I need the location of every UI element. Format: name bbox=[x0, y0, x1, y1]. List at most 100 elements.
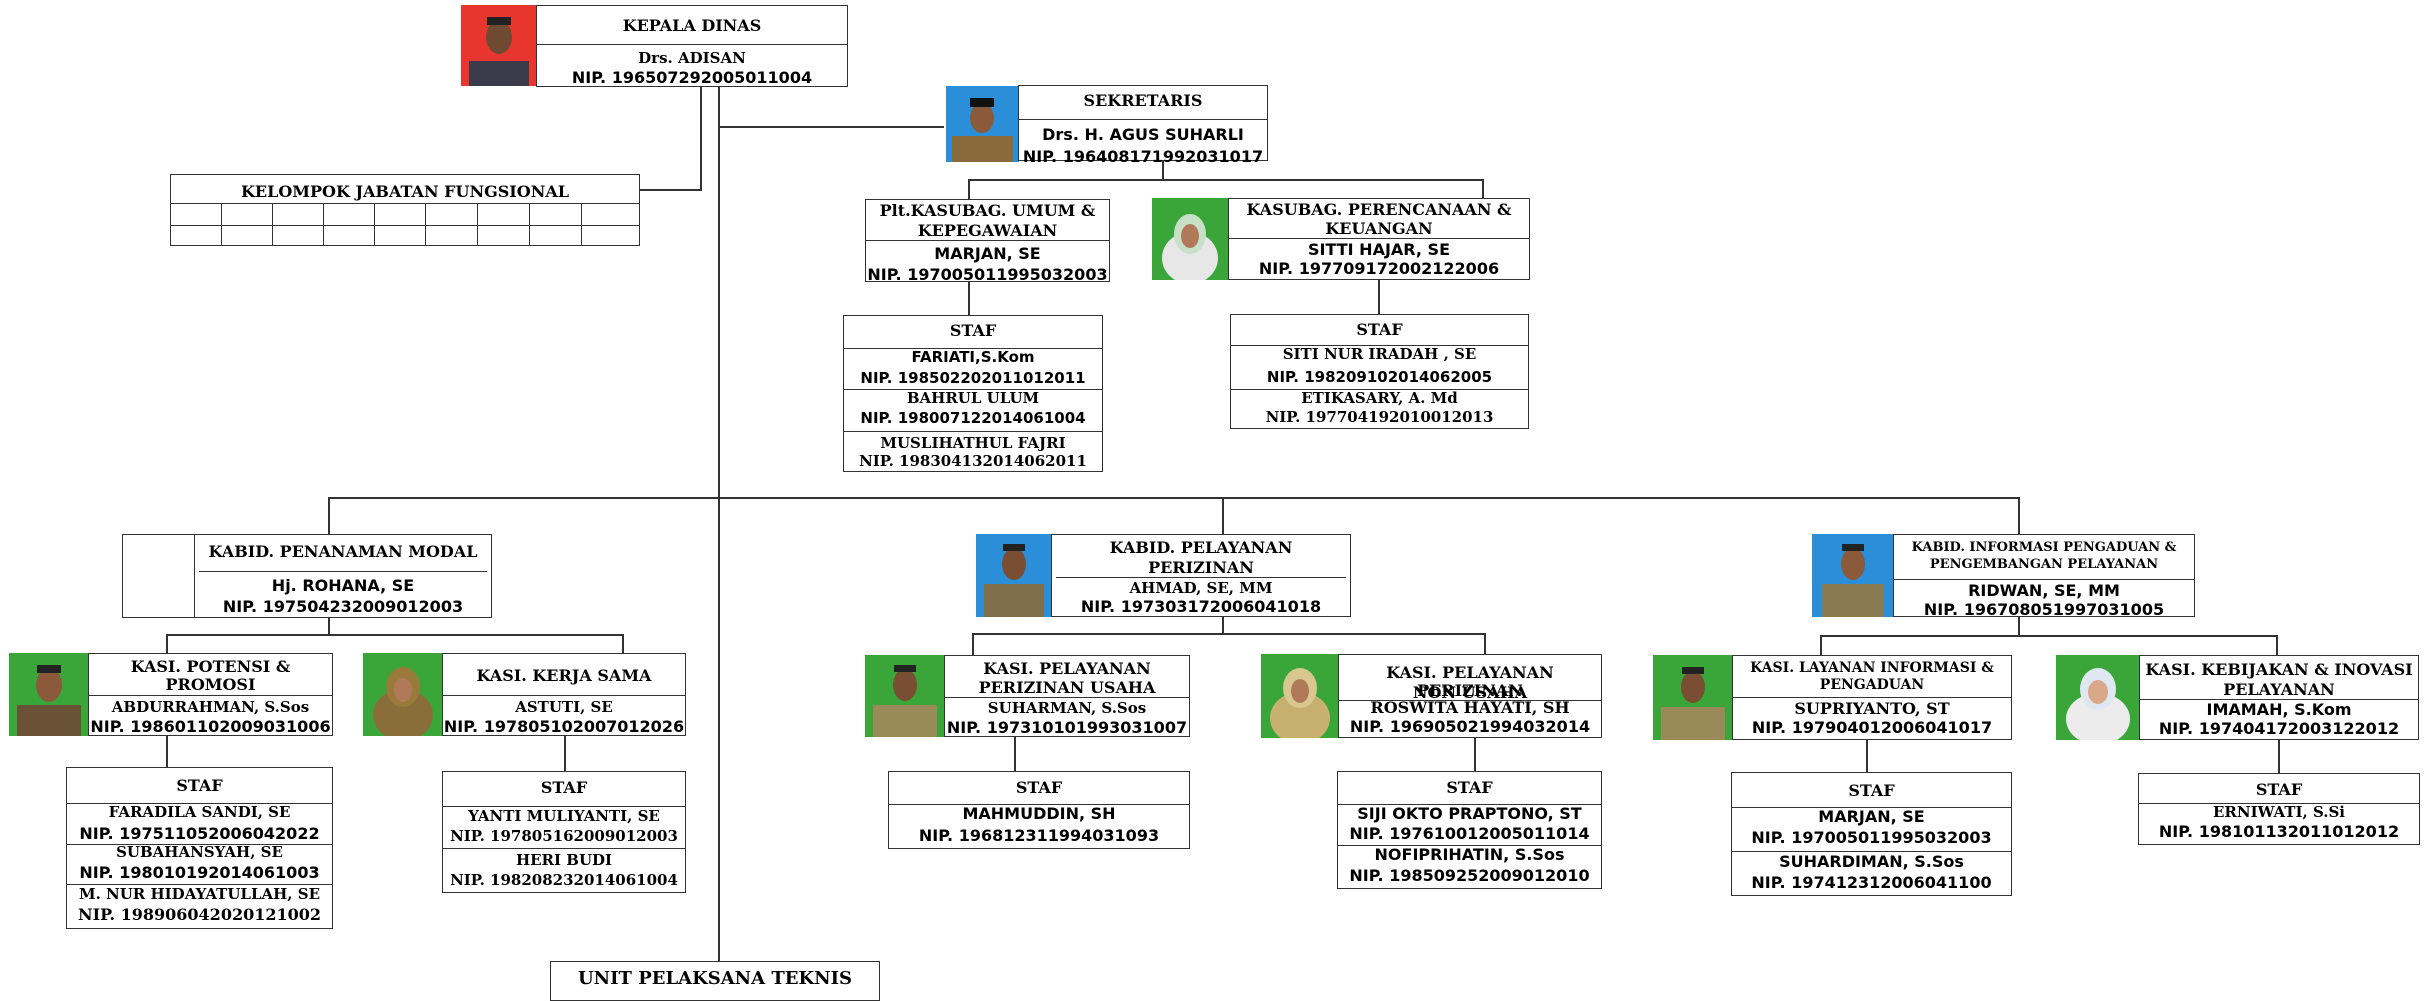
staff-member-nip: NIP. 198101132011012012 bbox=[2158, 822, 2400, 841]
kerjasama-nip: NIP. 197805102007012026 bbox=[443, 717, 685, 736]
inovasi-name: IMAMAH, S.Kom bbox=[2206, 700, 2352, 719]
informasi-title: KABID. INFORMASI PENGADUAN & bbox=[1911, 540, 2177, 555]
staff-member-name: ERNIWATI, S.Si bbox=[2212, 803, 2345, 821]
potensi-name: ABDURRAHMAN, S.Sos bbox=[111, 698, 310, 716]
layanan-info-nip: NIP. 197904012006041017 bbox=[1751, 718, 1993, 737]
modal-photo-placeholder bbox=[122, 534, 196, 618]
potensi-nip: NIP. 198601102009031006 bbox=[90, 717, 331, 736]
staff-member-nip: NIP. 197005011995032003 bbox=[1751, 828, 1992, 847]
connector-line bbox=[328, 497, 330, 535]
staff-member-name: MUSLIHATHUL FAJRI bbox=[880, 434, 1066, 452]
staff-member-name: M. NUR HIDAYATULLAH, SE bbox=[78, 885, 321, 903]
potensi-staff-box: STAF FARADILA SANDI, SE NIP. 19751105200… bbox=[66, 767, 333, 929]
inovasi-nip: NIP. 197404172003122012 bbox=[2158, 719, 2400, 738]
inovasi-staff-box: STAF ERNIWATI, S.Si NIP. 198101132011012… bbox=[2138, 773, 2420, 845]
usaha-title: KASI. PELAYANAN bbox=[983, 659, 1151, 678]
connector-line bbox=[718, 86, 720, 986]
kerjasama-title: KASI. KERJA SAMA bbox=[476, 666, 652, 685]
connector-line bbox=[2018, 617, 2020, 636]
informasi-title-line2: PENGEMBANGAN PELAYANAN bbox=[1929, 557, 2159, 572]
uptd-box: UNIT PELAKSANA TEKNIS bbox=[550, 961, 880, 1001]
staff-member-name: SIJI OKTO PRAPTONO, ST bbox=[1357, 804, 1582, 823]
staff-member-name: SUBAHANSYAH, SE bbox=[116, 843, 283, 861]
pelayanan-name: AHMAD, SE, MM bbox=[1129, 579, 1273, 597]
nonusaha-nip: NIP. 196905021994032014 bbox=[1349, 717, 1591, 736]
staff-title: STAF bbox=[1015, 778, 1063, 797]
connector-line bbox=[2018, 497, 2020, 534]
pelayanan-title: KABID. PELAYANAN bbox=[1109, 538, 1293, 557]
nonusaha-photo bbox=[1261, 654, 1339, 738]
perencanaan-photo bbox=[1152, 198, 1228, 280]
usaha-photo bbox=[865, 655, 945, 737]
kerjasama-box: KASI. KERJA SAMA ASTUTI, SE NIP. 1978051… bbox=[442, 653, 686, 736]
functional-group-title: KELOMPOK JABATAN FUNGSIONAL bbox=[241, 182, 569, 201]
connector-line bbox=[1162, 160, 1164, 180]
staff-member-nip: NIP. 198209102014062005 bbox=[1266, 368, 1493, 386]
secretary-title: SEKRETARIS bbox=[1083, 91, 1203, 110]
staff-member-name: YANTI MULIYANTI, SE bbox=[468, 807, 660, 825]
umum-box: Plt.KASUBAG. UMUM & KEPEGAWAIAN MARJAN, … bbox=[865, 199, 1110, 284]
staff-title: STAF bbox=[540, 778, 588, 797]
connector-line bbox=[1866, 740, 1868, 772]
perencanaan-title: KASUBAG. PERENCANAAN & bbox=[1246, 200, 1512, 219]
head-title: KEPALA DINAS bbox=[622, 16, 762, 35]
connector-line bbox=[718, 126, 944, 128]
informasi-photo bbox=[1812, 534, 1894, 617]
usaha-staff-box: STAF MAHMUDDIN, SH NIP. 1968123119940310… bbox=[888, 771, 1190, 849]
layanan-info-title: KASI. LAYANAN INFORMASI & bbox=[1750, 660, 1994, 676]
potensi-title: KASI. POTENSI & bbox=[130, 657, 291, 676]
pelayanan-box: KABID. PELAYANAN PERIZINAN AHMAD, SE, MM… bbox=[1051, 534, 1351, 617]
perencanaan-title-line2: KEUANGAN bbox=[1325, 219, 1433, 238]
potensi-title-line2: PROMOSI bbox=[165, 675, 256, 694]
secretary-name: Drs. H. AGUS SUHARLI bbox=[1042, 125, 1244, 144]
potensi-box: KASI. POTENSI & PROMOSI ABDURRAHMAN, S.S… bbox=[88, 653, 333, 736]
staff-member-nip: NIP. 198007122014061004 bbox=[860, 409, 1086, 427]
umum-title: Plt.KASUBAG. UMUM & bbox=[879, 201, 1096, 220]
usaha-nip: NIP. 197310101993031007 bbox=[946, 718, 1188, 737]
connector-line bbox=[166, 634, 168, 653]
connector-line bbox=[328, 497, 2020, 499]
connector-line bbox=[700, 86, 702, 190]
connector-line bbox=[564, 736, 566, 772]
potensi-photo bbox=[9, 653, 89, 736]
perencanaan-staff-box: STAF SITI NUR IRADAH , SE NIP. 198209102… bbox=[1230, 314, 1529, 429]
staff-member-name: SUHARDIMAN, S.Sos bbox=[1779, 852, 1964, 871]
staff-title: STAF bbox=[949, 321, 997, 340]
staff-member-nip: NIP. 198304132014062011 bbox=[859, 452, 1087, 470]
staff-member-name: SITI NUR IRADAH , SE bbox=[1282, 345, 1477, 363]
staff-member-name: NOFIPRIHATIN, S.Sos bbox=[1374, 845, 1565, 864]
inovasi-photo bbox=[2056, 655, 2140, 740]
nonusaha-title: KASI. PELAYANAN PERIZINAN bbox=[1386, 663, 1554, 700]
connector-line bbox=[638, 189, 702, 191]
staff-member-nip: NIP. 198502202011012011 bbox=[860, 369, 1086, 387]
pelayanan-nip: NIP. 197303172006041018 bbox=[1080, 597, 1322, 616]
connector-line bbox=[1820, 635, 1822, 655]
head-name: Drs. ADISAN bbox=[638, 49, 746, 67]
inovasi-title: KASI. KEBIJAKAN & INOVASI bbox=[2145, 660, 2413, 679]
connector-line bbox=[1820, 635, 2278, 637]
modal-nip: NIP. 197504232009012003 bbox=[222, 597, 464, 616]
staff-member-nip: NIP. 197805162009012003 bbox=[450, 827, 678, 845]
connector-line bbox=[2278, 740, 2280, 773]
functional-group-box: KELOMPOK JABATAN FUNGSIONAL bbox=[170, 174, 640, 246]
connector-line bbox=[1484, 633, 1486, 654]
umum-nip: NIP. 197005011995032003 bbox=[867, 265, 1108, 284]
usaha-box: KASI. PELAYANAN PERIZINAN USAHA SUHARMAN… bbox=[944, 655, 1190, 737]
connector-line bbox=[972, 633, 1486, 635]
staff-member-name: BAHRUL ULUM bbox=[906, 389, 1040, 407]
connector-line bbox=[1482, 179, 1484, 198]
kerjasama-photo bbox=[363, 653, 443, 736]
nonusaha-name: ROSWITA HAYATI, SH bbox=[1370, 698, 1570, 717]
staff-member-name: FARADILA SANDI, SE bbox=[108, 803, 291, 821]
connector-line bbox=[166, 736, 168, 768]
umum-title-line2: KEPEGAWAIAN bbox=[917, 221, 1058, 240]
perencanaan-name: SITTI HAJAR, SE bbox=[1307, 240, 1451, 259]
staff-title: STAF bbox=[2255, 780, 2303, 799]
layanan-info-box: KASI. LAYANAN INFORMASI & PENGADUAN SUPR… bbox=[1732, 655, 2012, 740]
staff-member-name: ETIKASARY, A. Md bbox=[1301, 389, 1458, 407]
connector-line bbox=[328, 618, 330, 635]
perencanaan-nip: NIP. 197709172002122006 bbox=[1258, 259, 1500, 278]
uptd-title: UNIT PELAKSANA TEKNIS bbox=[577, 968, 853, 989]
connector-line bbox=[1222, 617, 1224, 634]
staff-member-nip: NIP. 197610012005011014 bbox=[1349, 824, 1590, 843]
